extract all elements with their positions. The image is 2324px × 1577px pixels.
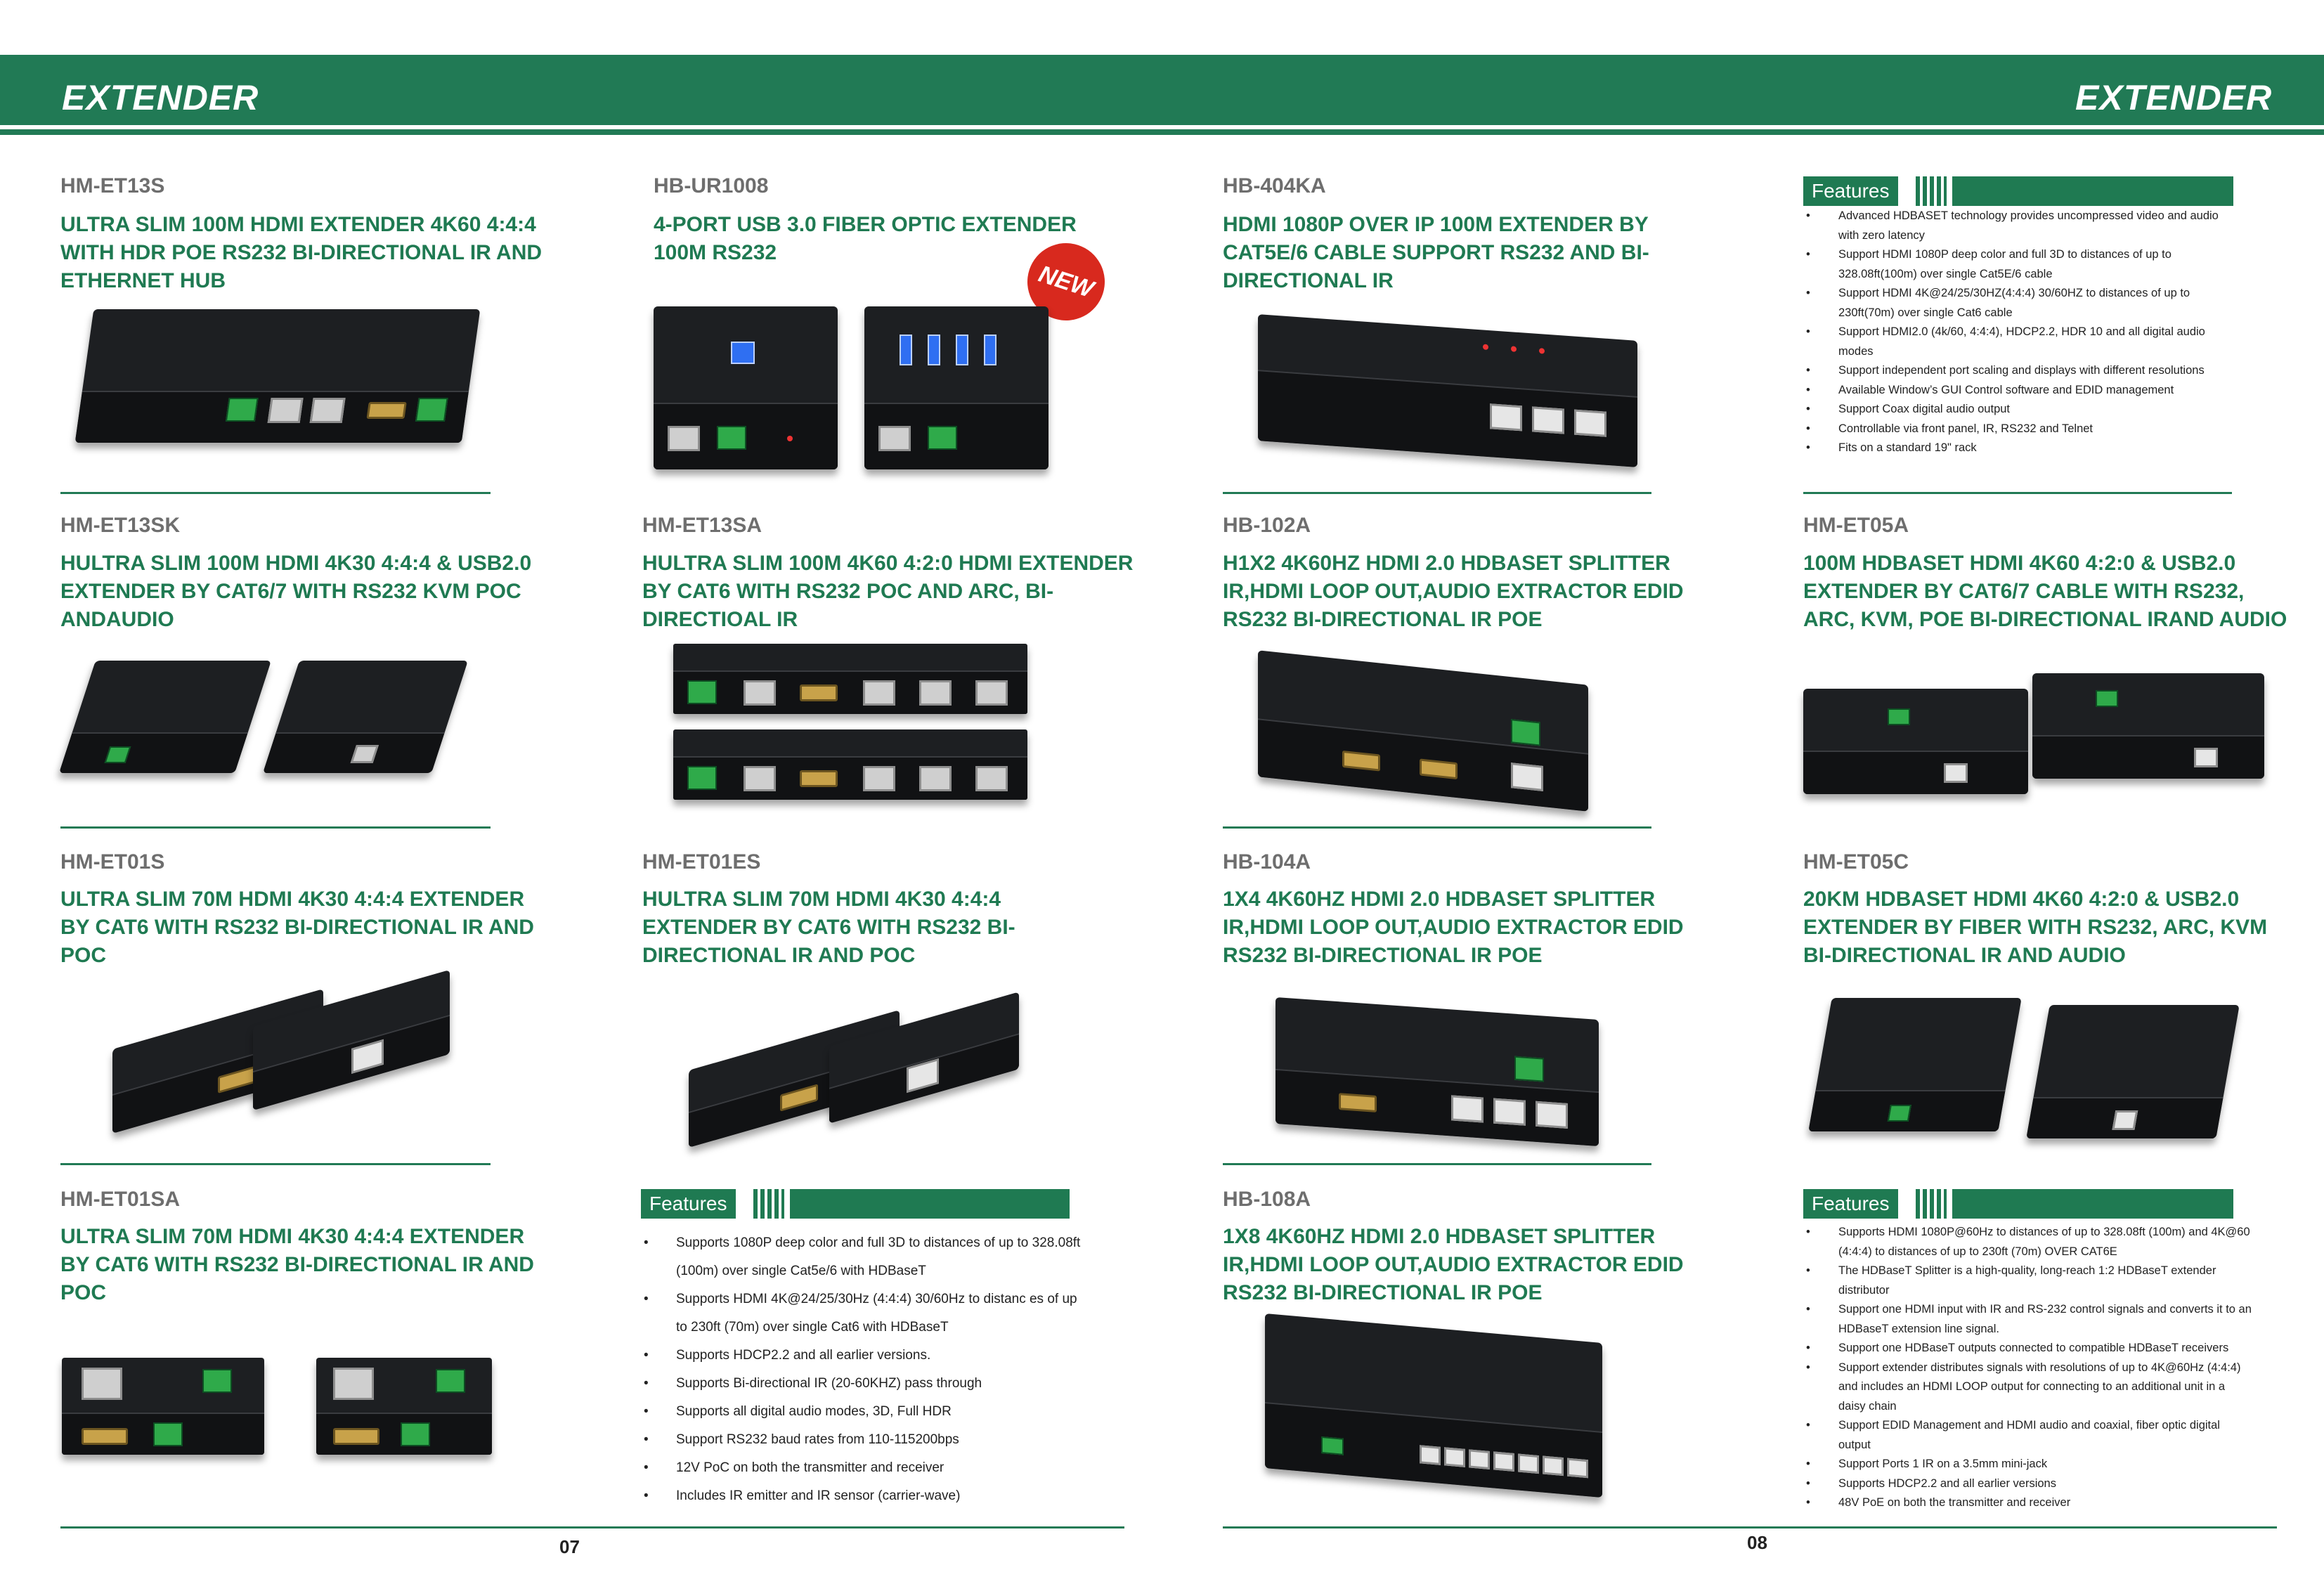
product-image-hb-102a: [1258, 650, 1588, 812]
product-image-hb-ur1008-b: [864, 306, 1049, 469]
product-image-hm-et01sa-b: [316, 1358, 492, 1455]
feature-item: Includes IR emitter and IR sensor (carri…: [641, 1482, 1091, 1510]
feature-item: Supports HDCP2.2 and all earlier version…: [1803, 1474, 2253, 1494]
section-divider: [1223, 492, 1651, 494]
feature-item: Supports Bi-directional IR (20-60KHZ) pa…: [641, 1370, 1091, 1398]
features-list-top: Advanced HDBASET technology provides unc…: [1803, 207, 2239, 458]
model-number: HM-ET01S: [60, 850, 165, 874]
product-title: ULTRA SLIM 70M HDMI 4K30 4:4:4 EXTENDER …: [60, 888, 534, 967]
feature-item: 12V PoC on both the transmitter and rece…: [641, 1454, 1091, 1482]
product-image-hm-et13sk-a: [59, 661, 271, 773]
model-number: HB-UR1008: [654, 174, 769, 197]
feature-item: Support one HDBaseT outputs connected to…: [1803, 1339, 2253, 1358]
model-number: HM-ET05A: [1803, 514, 1909, 537]
product-title: 100M HDBaseT HDMI 4K60 4:2:0 & USB2.0 EX…: [1803, 552, 2287, 631]
product-image-hb-104a: [1275, 997, 1599, 1147]
product-image-hm-et01sa-a: [62, 1358, 264, 1455]
feature-item: Support one HDMI input with IR and RS-23…: [1803, 1300, 2253, 1339]
model-number: HB-104A: [1223, 850, 1311, 874]
model-number: HB-102A: [1223, 514, 1311, 537]
product-title: HULTRA SLIM 100M HDMI 4K30 4:4:4 & USB2.…: [60, 552, 532, 631]
features-header: Features: [1803, 176, 2233, 206]
features-label: Features: [641, 1189, 736, 1219]
product-image-hm-et01es-b: [829, 992, 1019, 1124]
left-section-title: EXTENDER: [62, 78, 259, 117]
page-number-left: 07: [559, 1536, 580, 1557]
product-title: ULTRA SLIM 70M HDMI 4K30 4:4:4 EXTENDER …: [60, 1225, 534, 1304]
product-title: HDMI 1080P OVER IP 100M EXTENDER BY CAT5…: [1223, 213, 1649, 292]
product-title: ULTRA SLIM 100M HDMI EXTENDER 4K60 4:4:4…: [60, 213, 543, 292]
feature-item: Support HDMI 1080P deep color and full 3…: [1803, 245, 2239, 284]
product-title: 4-PORT USB 3.0 FIBER OPTIC EXTENDER 100M…: [654, 213, 1077, 264]
section-divider: [60, 826, 491, 829]
header-banner: [0, 55, 2324, 125]
features-header: Features: [641, 1189, 1070, 1219]
right-section-title: EXTENDER: [2075, 78, 2273, 117]
product-image-hm-et01s-b: [253, 969, 450, 1111]
header-divider: [0, 129, 2324, 135]
feature-item: Controllable via front panel, IR, RS232 …: [1803, 420, 2239, 439]
product-title: HULTRA SLIM 100M 4K60 4:2:0 HDMI EXTENDE…: [642, 552, 1134, 631]
feature-item: Available Window’s GUI Control software …: [1803, 381, 2239, 401]
product-image-hb-ur1008-a: [654, 306, 838, 469]
feature-item: Support HDMI 4K@24/25/30HZ(4:4:4) 30/60H…: [1803, 284, 2239, 323]
product-image-hm-et05c-a: [1808, 998, 2022, 1131]
product-image-hm-et05a-a: [1803, 689, 2028, 794]
features-label: Features: [1803, 1189, 1898, 1219]
product-image-hb-404ka: [1258, 314, 1637, 467]
product-title: 1X8 4K60HZ HDMI 2.0 HDBaseT SPLITTER IR,…: [1223, 1225, 1684, 1304]
feature-item: Support extender distributes signals wit…: [1803, 1358, 2253, 1417]
feature-item: Supports HDCP2.2 and all earlier version…: [641, 1342, 1091, 1370]
feature-item: The HDBaseT Splitter is a high-quality, …: [1803, 1261, 2253, 1300]
product-image-hm-et05c-b: [2026, 1005, 2240, 1138]
model-number: HM-ET13SK: [60, 514, 181, 537]
feature-item: Advanced HDBASET technology provides unc…: [1803, 207, 2239, 245]
product-image-hm-et05a-b: [2032, 673, 2264, 779]
bottom-rule-left: [60, 1526, 1124, 1529]
section-divider: [1223, 1163, 1651, 1165]
features-list-mid: Supports 1080P deep color and full 3D to…: [641, 1229, 1091, 1510]
features-list-bottom: Supports HDMI 1080P@60Hz to distances of…: [1803, 1223, 2253, 1513]
model-number: HM-ET13SA: [642, 514, 762, 537]
feature-item: Support Ports 1 IR on a 3.5mm mini-jack: [1803, 1455, 2253, 1474]
feature-item: Supports HDMI 1080P@60Hz to distances of…: [1803, 1223, 2253, 1261]
feature-item: Support EDID Management and HDMI audio a…: [1803, 1416, 2253, 1455]
product-title: H1X2 4K60HZ HDMI 2.0 HDBaseT SPLITTER IR…: [1223, 552, 1684, 631]
feature-item: 48V PoE on both the transmitter and rece…: [1803, 1493, 2253, 1513]
bottom-rule-right: [1223, 1526, 2277, 1529]
feature-item: Support Coax digital audio output: [1803, 400, 2239, 420]
model-number: HM-ET01SA: [60, 1188, 181, 1211]
feature-item: Supports all digital audio modes, 3D, Fu…: [641, 1398, 1091, 1426]
section-divider: [60, 1163, 491, 1165]
section-divider: [1223, 826, 1651, 829]
product-title: 1X4 4K60HZ HDMI 2.0 HDBaseT SPLITTER IR,…: [1223, 888, 1684, 967]
section-divider: [1803, 492, 2232, 494]
model-number: HB-404KA: [1223, 174, 1326, 197]
section-divider: [60, 492, 491, 494]
features-header: Features: [1803, 1189, 2233, 1219]
feature-item: Supports HDMI 4K@24/25/30Hz (4:4:4) 30/6…: [641, 1285, 1091, 1342]
product-image-hb-108a: [1265, 1313, 1602, 1498]
feature-item: Support RS232 baud rates from 110-115200…: [641, 1426, 1091, 1454]
model-number: HM-ET01ES: [642, 850, 761, 874]
model-number: HM-ET13S: [60, 174, 165, 197]
feature-item: Fits on a standard 19" rack: [1803, 439, 2239, 458]
product-image-hm-et13sa-a: [673, 644, 1027, 714]
feature-item: Support independent port scaling and dis…: [1803, 361, 2239, 381]
product-image-hm-et13sk-b: [263, 661, 468, 773]
product-image-hm-et13s: [74, 309, 481, 443]
product-image-hm-et13sa-b: [673, 729, 1027, 800]
product-title: HULTRA SLIM 70M HDMI 4K30 4:4:4 EXTENDER…: [642, 888, 1015, 967]
product-title: 20KM HDBaseT HDMI 4K60 4:2:0 & USB2.0 EX…: [1803, 888, 2268, 967]
feature-item: Supports 1080P deep color and full 3D to…: [641, 1229, 1091, 1285]
page-number-right: 08: [1747, 1532, 1767, 1553]
model-number: HM-ET05C: [1803, 850, 1909, 874]
feature-item: Support HDMI2.0 (4k/60, 4:4:4), HDCP2.2,…: [1803, 323, 2239, 361]
features-label: Features: [1803, 176, 1898, 206]
model-number: HB-108A: [1223, 1188, 1311, 1211]
